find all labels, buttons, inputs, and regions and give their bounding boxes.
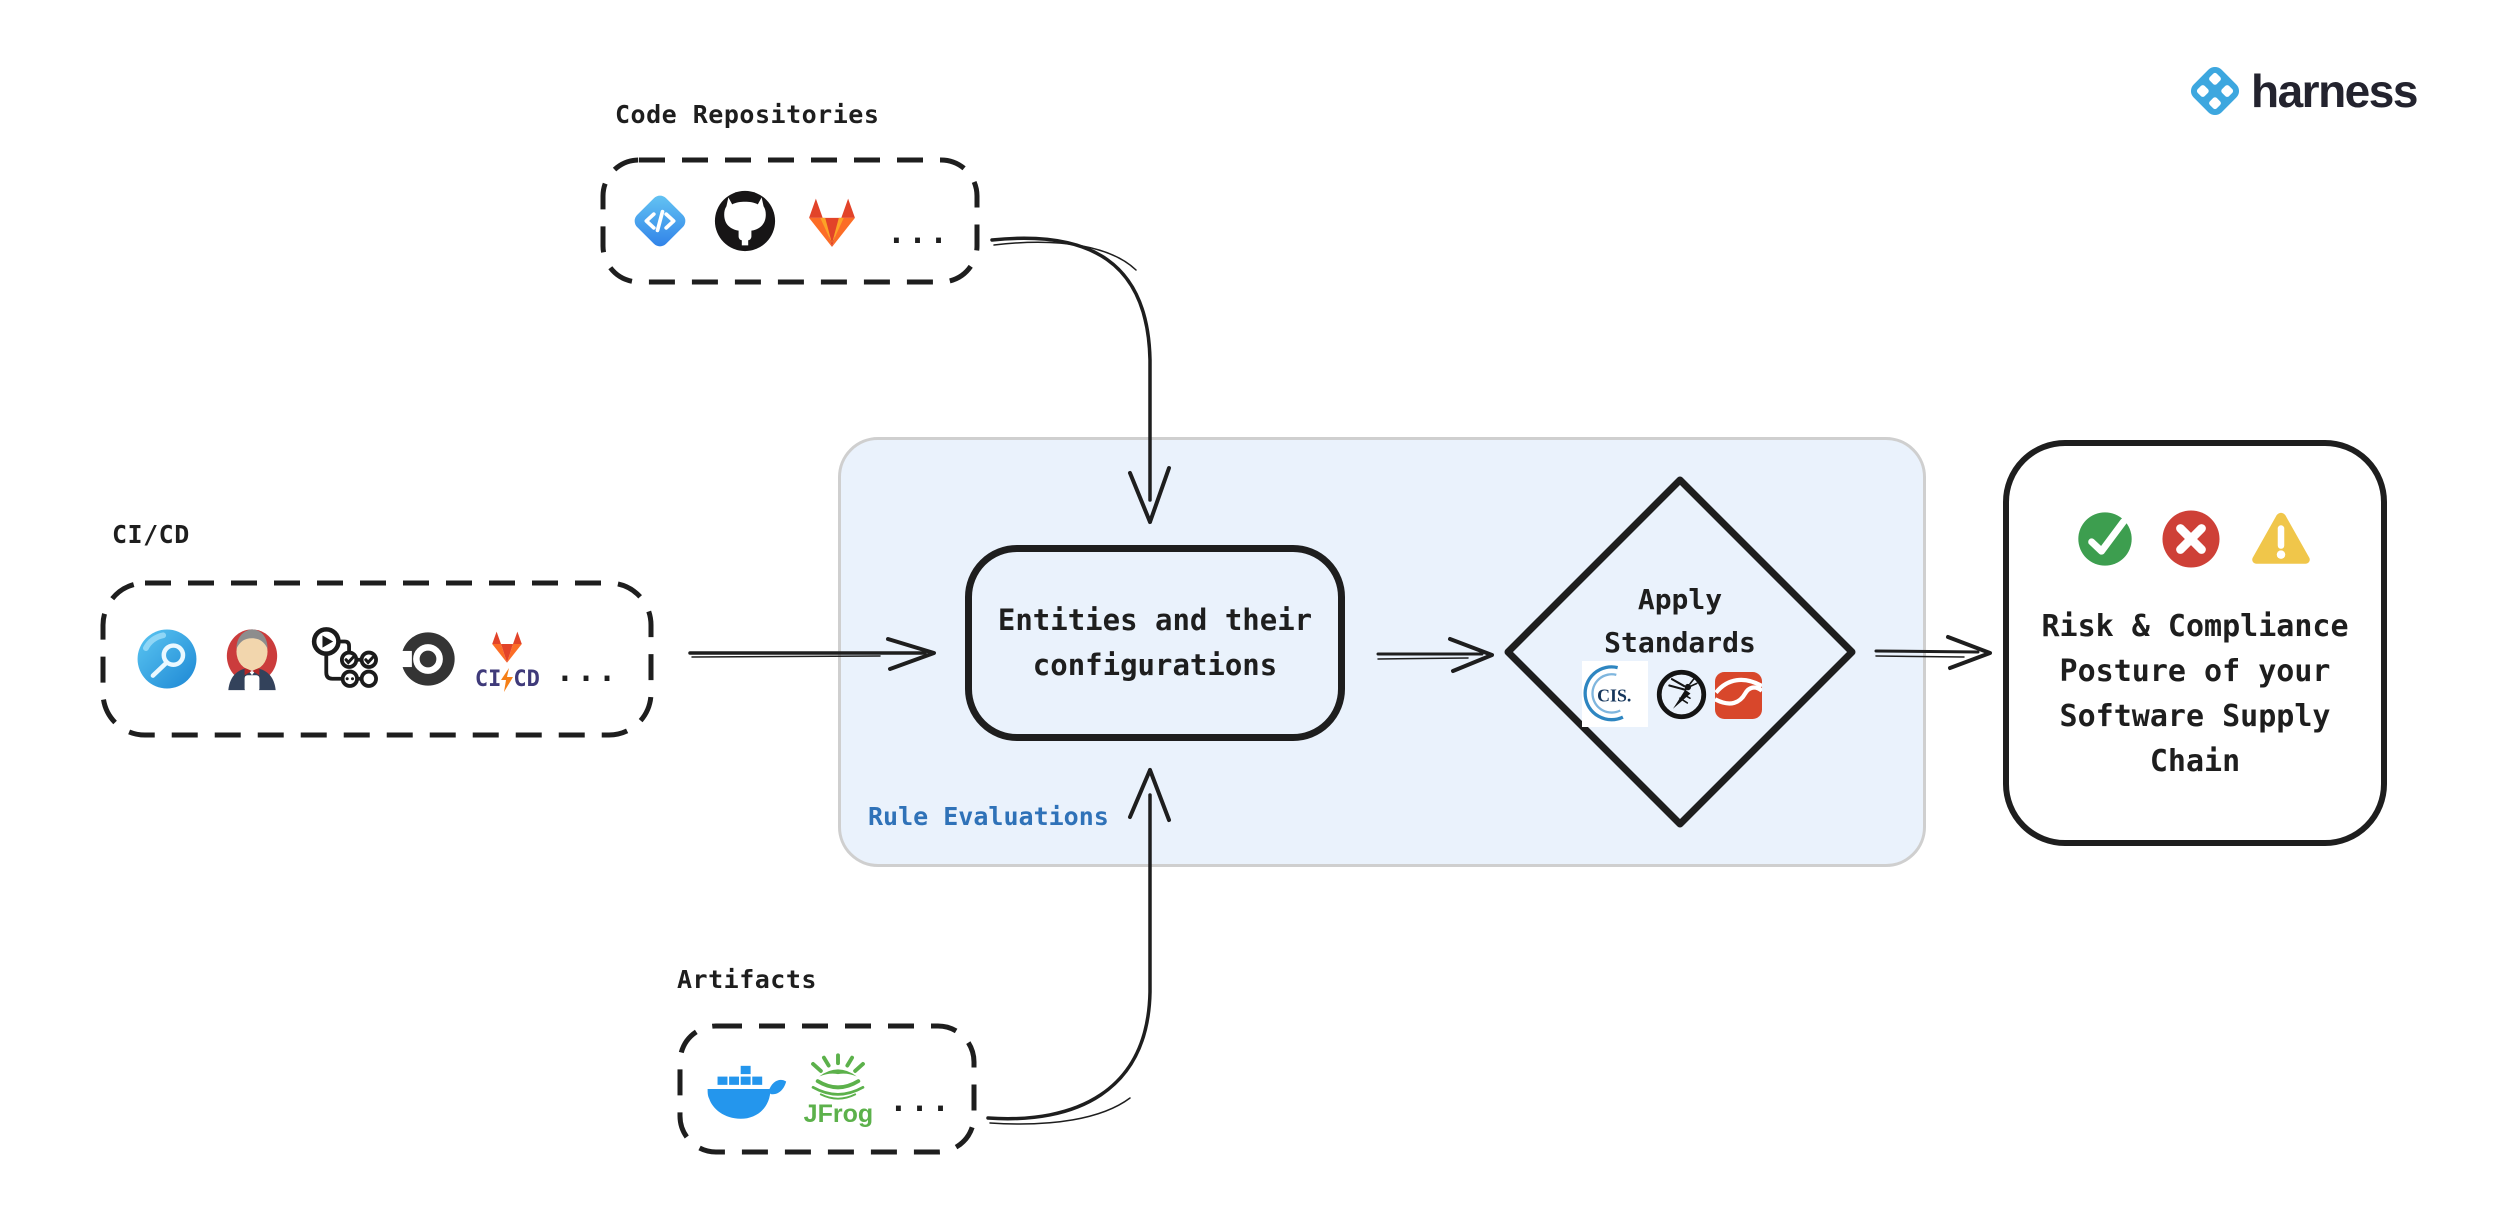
jfrog-icon: JFrog <box>799 1052 877 1127</box>
harness-logo: harness <box>2186 62 2418 120</box>
gitlab-icon <box>492 631 523 663</box>
outcome-line: Risk & Compliance <box>2041 609 2349 644</box>
more-tools-ellipsis: ... <box>887 216 951 251</box>
dashed-border <box>100 580 654 738</box>
jfrog-wordmark: JFrog <box>803 1099 874 1128</box>
outcome-line: Posture of your <box>2059 654 2331 689</box>
github-icon <box>713 189 777 253</box>
standards-icons-row: CIS. <box>1582 661 1764 727</box>
code-repo-icon <box>629 190 691 252</box>
jenkins-icon <box>215 621 289 697</box>
cicd-box: CI CD ... <box>100 580 654 738</box>
harness-logo-icon <box>2186 62 2244 120</box>
dashed-border <box>600 157 980 285</box>
outcome-line: Software Supply <box>2059 699 2331 734</box>
gitlab-icon <box>799 190 865 252</box>
code-repositories-box: ... <box>600 157 980 285</box>
rule-evaluations-label: Rule Evaluations <box>868 802 1109 831</box>
entities-line2: configurations <box>1032 648 1278 682</box>
apply-standards-label: Apply Standards <box>1520 578 1840 664</box>
harness-ci-icon <box>135 627 199 691</box>
docker-icon <box>701 1047 787 1131</box>
github-actions-icon <box>305 621 381 697</box>
owasp-icon <box>1655 668 1708 721</box>
artifacts-box: JFrog ... <box>677 1023 977 1155</box>
apply-standards-diamond <box>1504 476 1856 828</box>
outcome-line: Chain <box>2149 744 2241 779</box>
entities-line1: Entities and their <box>997 603 1313 637</box>
outcome-node: Risk & Compliance Posture of your Softwa… <box>2003 440 2387 846</box>
code-repositories-label: Code Repositories <box>615 100 880 129</box>
gitlab-cicd-icon: CI CD <box>475 626 540 692</box>
more-tools-ellipsis: ... <box>889 1084 953 1119</box>
cicd-suffix: CD <box>513 667 540 692</box>
outcome-icons-row <box>2076 508 2314 570</box>
cicd-wordmark: CI CD <box>475 668 540 692</box>
apply-standards-line2: Standards <box>1604 626 1756 659</box>
dashed-border <box>677 1023 977 1155</box>
standards-ribbon-icon <box>1714 672 1764 719</box>
apply-standards-line1: Apply <box>1637 583 1723 616</box>
cicd-label: CI/CD <box>112 520 190 549</box>
cis-wordmark: CIS. <box>1597 685 1631 705</box>
entities-node: Entities and their configurations <box>965 545 1345 741</box>
more-tools-ellipsis: ... <box>555 654 620 689</box>
outcome-text: Risk & Compliance Posture of your Softwa… <box>2041 604 2348 784</box>
harness-wordmark: harness <box>2251 65 2418 117</box>
artifacts-label: Artifacts <box>677 965 817 994</box>
cicd-prefix: CI <box>474 667 502 692</box>
lightning-bolt-icon <box>501 668 514 692</box>
circleci-icon <box>396 628 459 690</box>
warning-icon <box>2248 509 2314 569</box>
cis-icon: CIS. <box>1582 661 1648 727</box>
success-check-icon <box>2076 510 2134 568</box>
error-cross-icon <box>2160 508 2222 570</box>
